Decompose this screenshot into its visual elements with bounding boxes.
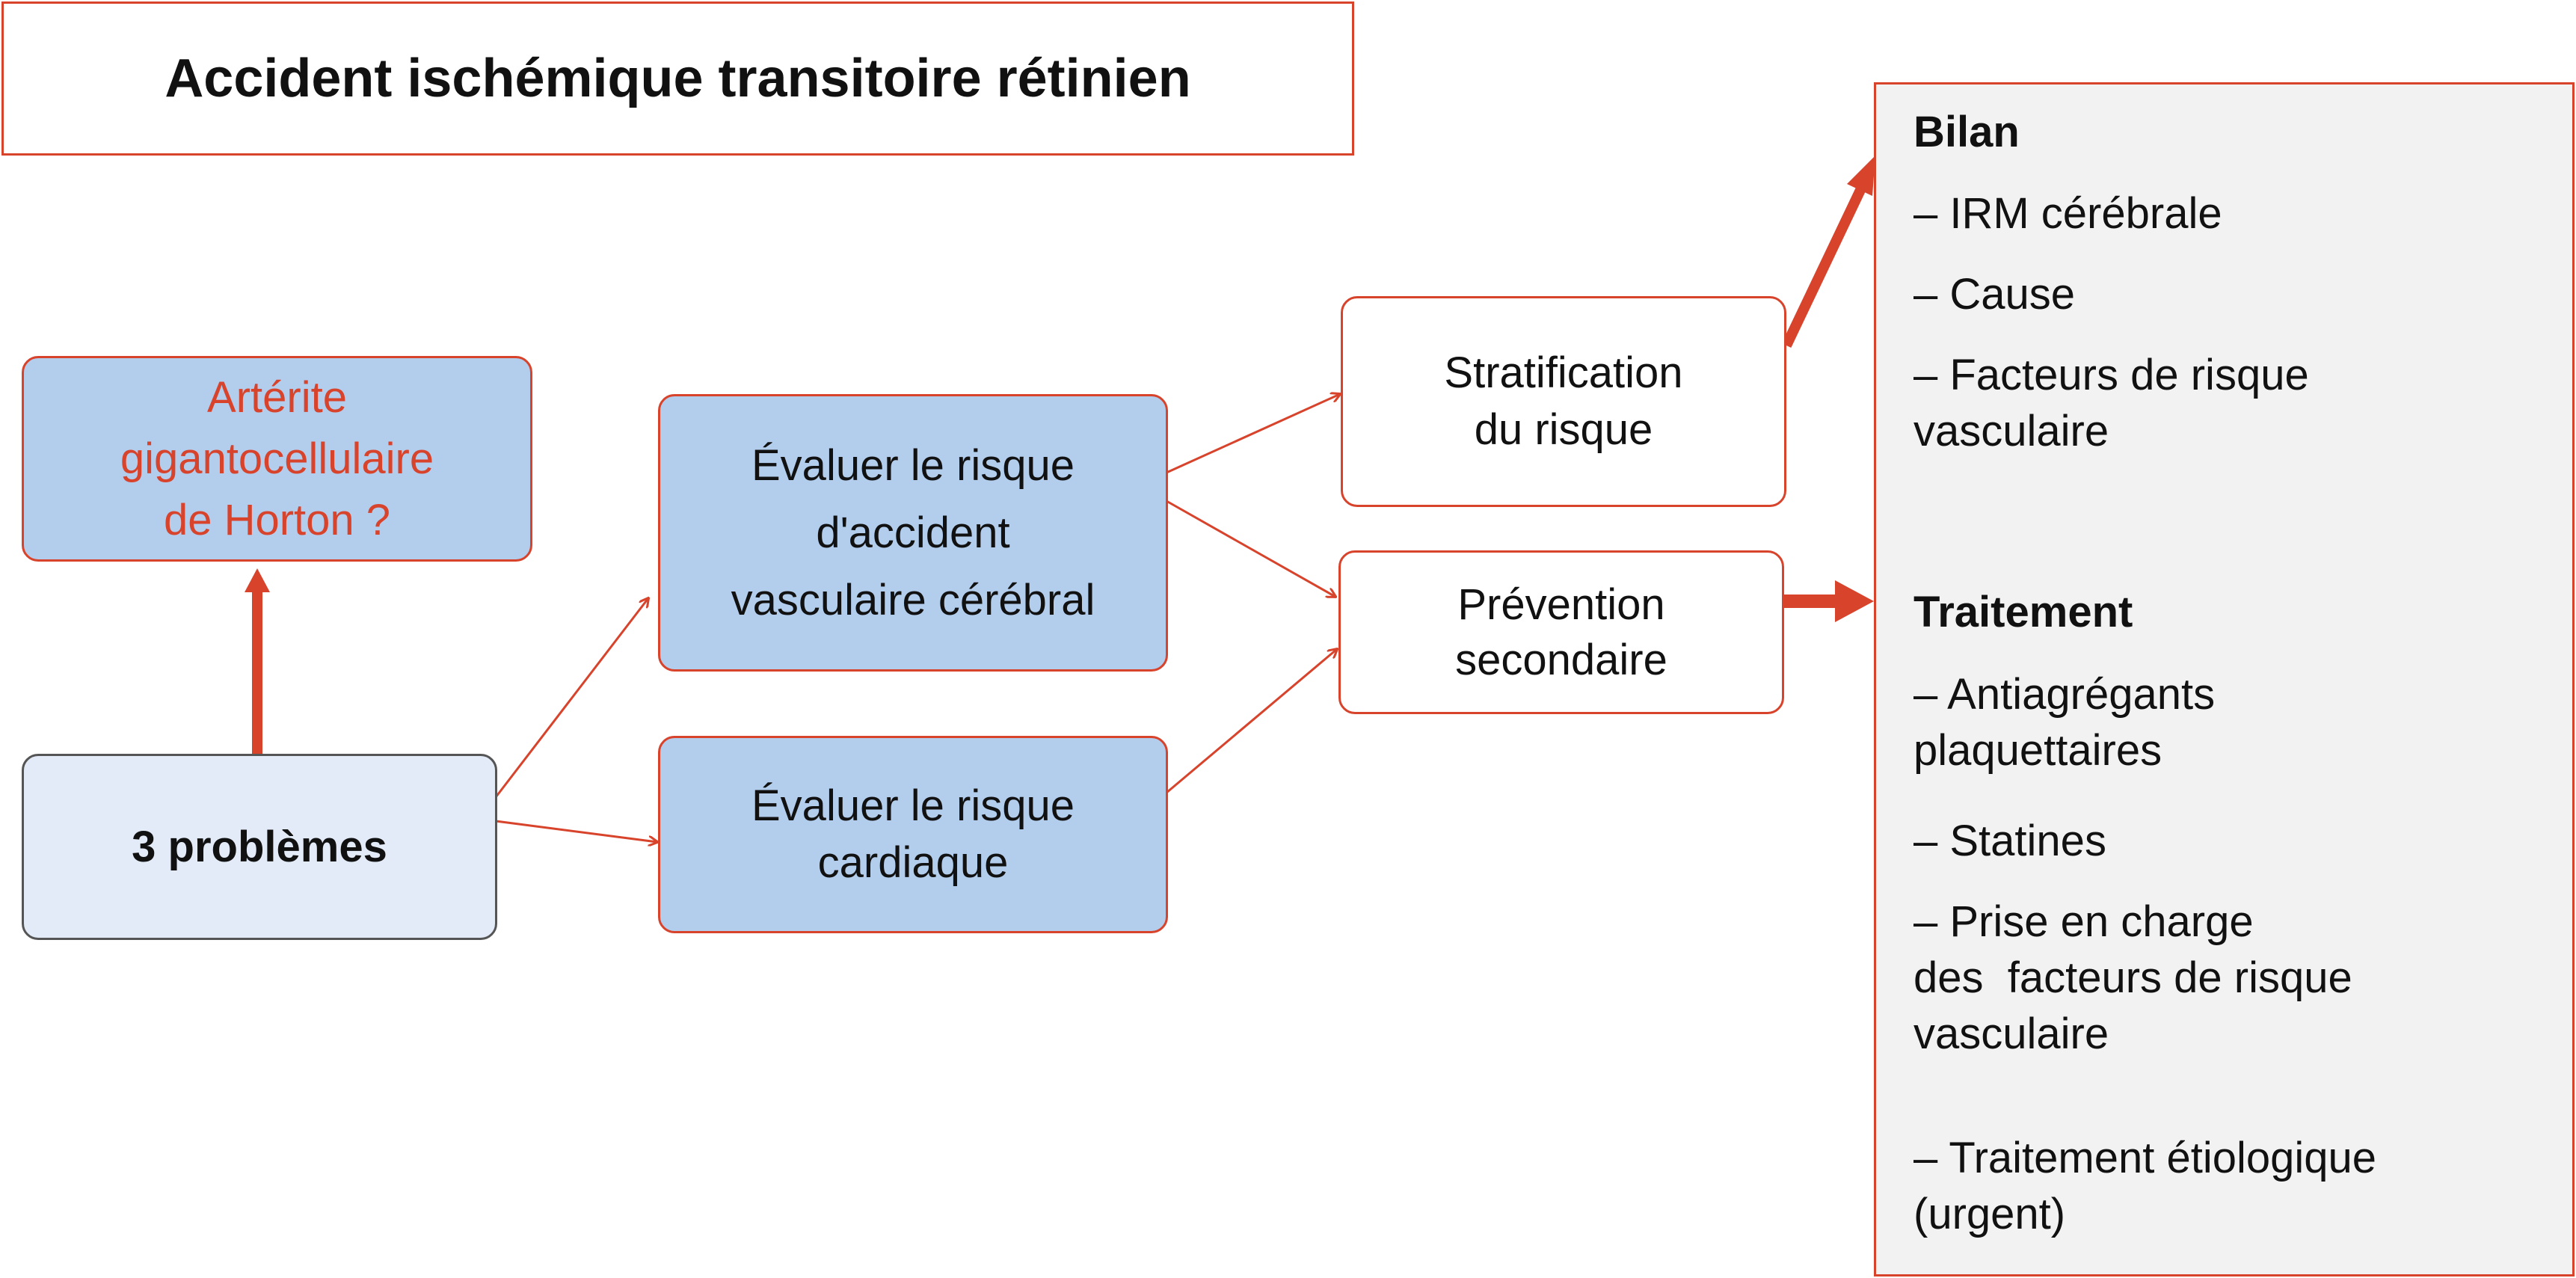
- traitement-item-etiologique-line-1: – Traitement étiologique: [1913, 1134, 2377, 1182]
- traitement-item-prise-en-charge-line-1: – Prise en charge: [1913, 897, 2254, 946]
- arrow-problems-to-avc: [494, 598, 648, 798]
- traitement-item-prise-en-charge-line-2: des facteurs de risque: [1913, 953, 2352, 1002]
- node-prevention: Prévention secondaire: [1338, 550, 1784, 714]
- node-prevention-line-1: Prévention: [1457, 580, 1665, 629]
- arrow-avc-to-stratification: [1166, 394, 1340, 474]
- node-horton: Artérite gigantocellulaire de Horton ?: [22, 356, 532, 562]
- bilan-item-facteurs-line-1: – Facteurs de risque: [1913, 351, 2309, 399]
- node-horton-line-1: Artérite: [207, 372, 347, 422]
- arrow-stratification-to-bilan: [1781, 185, 1866, 348]
- bilan-heading: Bilan: [1913, 108, 2020, 156]
- bilan-item-irm: – IRM cérébrale: [1913, 189, 2222, 238]
- bilan-item-facteurs-line-2: vasculaire: [1913, 407, 2109, 455]
- diagram-title: Accident ischémique transitoire rétinien: [165, 49, 1191, 108]
- arrowhead-problems-to-horton: [245, 568, 270, 592]
- node-horton-line-3: de Horton ?: [163, 495, 391, 544]
- node-prevention-line-2: secondaire: [1455, 635, 1667, 684]
- node-avc-risk: Évaluer le risque d'accident vasculaire …: [658, 394, 1168, 672]
- node-avc-risk-line-2: d'accident: [816, 508, 1010, 557]
- bilan-item-cause: – Cause: [1913, 270, 2076, 319]
- node-problems-label: 3 problèmes: [132, 822, 387, 871]
- node-problems: 3 problèmes: [22, 754, 497, 940]
- arrow-avc-to-prevention: [1166, 500, 1335, 597]
- node-horton-text: Artérite gigantocellulaire de Horton ?: [120, 367, 434, 551]
- node-stratification-line-1: Stratification: [1444, 348, 1683, 397]
- node-stratification: Stratification du risque: [1341, 296, 1786, 507]
- node-avc-risk-line-3: vasculaire cérébral: [731, 575, 1095, 624]
- arrowhead-prevention-to-traitement: [1835, 580, 1874, 622]
- arrowhead-stratification-to-bilan: [1847, 156, 1875, 196]
- node-prevention-text: Prévention secondaire: [1455, 577, 1667, 688]
- node-stratification-line-2: du risque: [1474, 405, 1653, 454]
- traitement-item-antiagregants-line-2: plaquettaires: [1913, 726, 2162, 775]
- traitement-item-prise-en-charge-line-3: vasculaire: [1913, 1010, 2109, 1058]
- traitement-item-statines: – Statines: [1913, 817, 2106, 865]
- traitement-heading: Traitement: [1913, 588, 2133, 636]
- bilan-traitement-panel: Bilan – IRM cérébrale – Cause – Facteurs…: [1874, 82, 2575, 1277]
- node-cardiac-risk: Évaluer le risque cardiaque: [658, 736, 1168, 933]
- traitement-item-antiagregants-line-1: – Antiagrégants: [1913, 670, 2216, 719]
- traitement-item-etiologique-line-2: (urgent): [1913, 1190, 2066, 1238]
- diagram-title-box: Accident ischémique transitoire rétinien: [1, 1, 1354, 156]
- node-cardiac-risk-line-1: Évaluer le risque: [751, 781, 1075, 830]
- node-stratification-text: Stratification du risque: [1444, 345, 1682, 458]
- node-cardiac-risk-line-2: cardiaque: [817, 838, 1009, 887]
- node-avc-risk-line-1: Évaluer le risque: [751, 440, 1075, 490]
- node-cardiac-risk-text: Évaluer le risque cardiaque: [751, 778, 1075, 891]
- arrow-cardiac-to-prevention: [1166, 649, 1337, 794]
- node-avc-risk-text: Évaluer le risque d'accident vasculaire …: [731, 432, 1095, 634]
- arrow-problems-to-cardiac: [495, 820, 657, 842]
- node-horton-line-2: gigantocellulaire: [120, 434, 434, 483]
